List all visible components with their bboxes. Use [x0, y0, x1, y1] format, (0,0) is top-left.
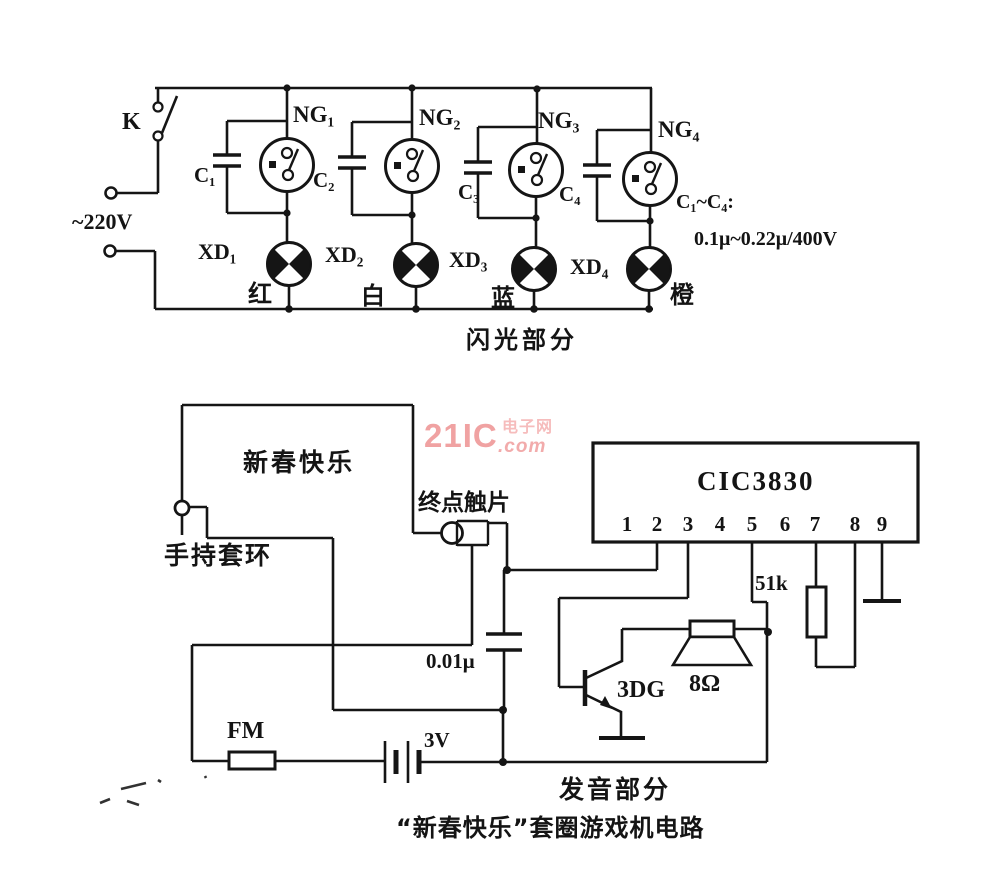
- neon-tube-ng2: [384, 138, 440, 194]
- lamp-xd1: [266, 241, 312, 287]
- flash-section-title: 闪光部分: [466, 326, 578, 354]
- switch-blade: [160, 95, 179, 134]
- cap-label-c3: C₃: [458, 180, 480, 204]
- ic-pin-9: 9: [876, 512, 888, 536]
- flash-lamps: [266, 241, 672, 292]
- ring-label: 手持套环: [164, 541, 273, 570]
- end-contact-plug: [440, 519, 490, 547]
- cap-value-range: 0.1μ~0.22μ/400V: [694, 228, 838, 250]
- ring-terminal: [173, 499, 191, 517]
- switch-top-contact: [152, 101, 164, 113]
- lamp-label-xd4: XD₄: [570, 254, 609, 279]
- resistor-51k-body: [805, 585, 828, 639]
- fuse-fm-body: [227, 750, 277, 771]
- neon-label-ng4: NG₄: [658, 117, 700, 142]
- ic-body: [591, 441, 920, 544]
- lamp-xd2: [393, 242, 439, 288]
- neon-tube-ng1: [259, 137, 315, 193]
- resistor-51k-label: 51k: [755, 571, 788, 595]
- flash-section-wiring: [103, 86, 653, 311]
- watermark-brand: 21IC: [424, 417, 498, 454]
- capacitor-001u-plates: [486, 632, 522, 652]
- battery-3v: [383, 741, 422, 783]
- neon-label-ng2: NG₂: [419, 105, 461, 130]
- cap-label-c1: C₁: [194, 163, 216, 187]
- lamp-label-xd2: XD₂: [325, 242, 364, 267]
- neon-label-ng3: NG₃: [538, 108, 580, 133]
- ic-pin-2: 2: [651, 512, 663, 536]
- sound-section-title: 发音部分: [559, 775, 672, 804]
- speaker-8ohm-label: 8Ω: [689, 671, 721, 697]
- mains-terminal-top: [104, 186, 118, 200]
- switch-label: K: [122, 109, 141, 135]
- neon-tubes: [259, 137, 678, 207]
- battery-3v-label: 3V: [424, 728, 450, 752]
- wire-flash: [116, 86, 653, 311]
- ic-pin-3: 3: [682, 512, 694, 536]
- end-contact-label: 终点触片: [418, 490, 510, 516]
- cap-label-c2: C₂: [313, 168, 335, 192]
- switch-bottom-contact: [152, 130, 164, 142]
- mains-voltage-label: ~220V: [72, 209, 133, 234]
- neon-tube-ng4: [622, 151, 678, 207]
- ic-pin-1: 1: [621, 512, 633, 536]
- lamp-color-orange: 橙: [670, 281, 694, 309]
- lamp-xd3: [511, 246, 557, 292]
- lamp-xd4: [626, 246, 672, 292]
- ic-pin-8: 8: [849, 512, 861, 536]
- caption: “新春快乐”套圈游戏机电路: [396, 814, 705, 842]
- lamp-color-white: 白: [361, 282, 385, 310]
- transistor-3dg: [582, 670, 612, 709]
- ic-pin-4: 4: [714, 512, 726, 536]
- fuse-fm-label: FM: [227, 718, 265, 744]
- wire-sound: [180, 403, 884, 764]
- cap-range-label: C₁~C₄:: [676, 191, 734, 213]
- ic-pin-5: 5: [746, 512, 758, 536]
- ic-pin-6: 6: [779, 512, 791, 536]
- lamp-label-xd1: XD₁: [198, 239, 237, 264]
- mains-terminal-bottom: [103, 244, 117, 258]
- neon-label-ng1: NG₁: [293, 102, 335, 127]
- capacitor-001u-label: 0.01μ: [426, 649, 475, 673]
- speaker: [670, 619, 754, 667]
- transistor-3dg-label: 3DG: [617, 677, 665, 703]
- junction-dots: [283, 84, 772, 766]
- watermark-domain: .com: [498, 436, 547, 457]
- ic-pin-7: 7: [809, 512, 821, 536]
- sound-section-wiring: [173, 403, 920, 783]
- cap-label-c4: C₄: [559, 182, 581, 206]
- track-label: 新春快乐: [243, 448, 356, 477]
- neon-tube-ng3: [508, 142, 564, 198]
- capacitor-plates: [213, 153, 611, 178]
- watermark-site-name: 电子网: [502, 419, 554, 436]
- lamp-label-xd3: XD₃: [449, 247, 488, 272]
- lamp-color-red: 红: [248, 280, 272, 308]
- emitter-arrow: [600, 696, 612, 709]
- ic-label: CIC3830: [697, 466, 815, 496]
- print-smudge: [99, 775, 208, 807]
- lamp-color-blue: 蓝: [491, 284, 515, 312]
